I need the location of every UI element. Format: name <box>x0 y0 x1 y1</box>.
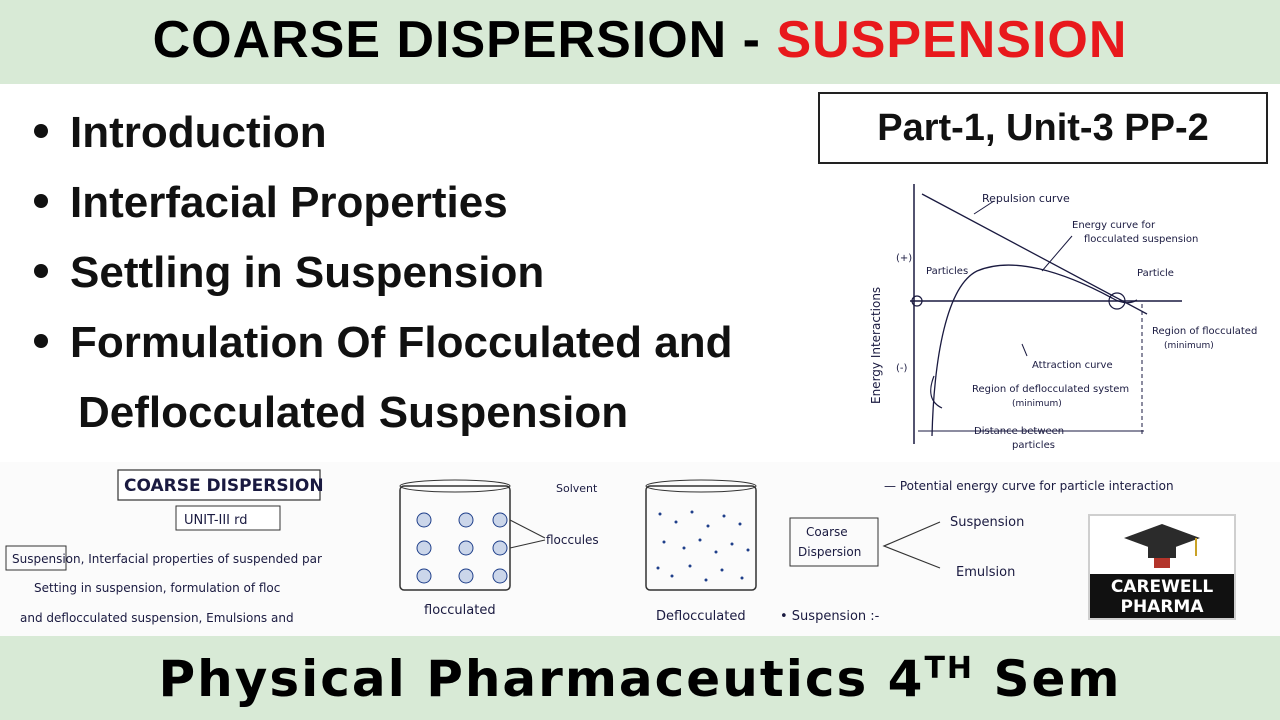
floccules-label: floccules <box>546 533 599 547</box>
notes-line-2: Setting in suspension, formulation of fl… <box>34 581 280 595</box>
title-main: COARSE DISPERSION <box>152 11 728 69</box>
flocculated-region-label: Region of flocculated <box>1152 326 1257 337</box>
course-title-suffix: Sem <box>974 650 1122 708</box>
course-title: Physical Pharmaceutics 4TH Sem <box>0 650 1280 708</box>
topic-item: Interfacial Properties <box>34 178 508 228</box>
page-title: COARSE DISPERSION - SUSPENSION <box>0 10 1280 70</box>
minimum-right-label: (minimum) <box>1164 341 1214 351</box>
title-separator: - <box>742 11 761 69</box>
course-title-text: Physical Pharmaceutics 4 <box>158 650 925 708</box>
part-label: Part-1, Unit-3 PP-2 <box>818 92 1268 164</box>
dispersion-label: Dispersion <box>798 545 861 559</box>
repulsion-label: Repulsion curve <box>982 192 1070 205</box>
title-banner <box>0 0 1280 84</box>
flocculated-label: flocculated <box>424 603 496 618</box>
suspension-colon-label: • Suspension :- <box>780 609 880 624</box>
title-highlight: SUSPENSION <box>776 11 1128 69</box>
topic-item: Settling in Suspension <box>34 248 544 298</box>
bullet-icon <box>34 264 48 279</box>
energy-curve-label-2: flocculated suspension <box>1084 234 1198 245</box>
deflocculated-region-label: Region of deflocculated system <box>972 384 1129 395</box>
distance-label-2: particles <box>1012 440 1055 451</box>
attraction-label: Attraction curve <box>1032 360 1113 371</box>
minimum-left-label: (minimum) <box>1012 399 1062 409</box>
notes-heading: COARSE DISPERSION <box>124 476 324 496</box>
bullet-icon <box>34 124 48 139</box>
bullet-icon <box>34 194 48 209</box>
logo-line-2: PHARMA <box>1120 597 1204 617</box>
footer-banner <box>0 636 1280 720</box>
deflocculated-label: Deflocculated <box>656 609 746 624</box>
coarse-label: Coarse <box>806 525 848 539</box>
y-axis-label: Energy Interactions <box>869 287 883 404</box>
solvent-label: Solvent <box>556 482 598 495</box>
minus-label: (-) <box>896 363 908 374</box>
topic-item: Introduction <box>34 108 327 158</box>
carewell-logo: CAREWELL PHARMA <box>1088 514 1236 620</box>
potential-energy-graph: Repulsion curve Energy curve for floccul… <box>869 184 1257 451</box>
emulsion-branch: Emulsion <box>956 565 1015 580</box>
notes-collage: COARSE DISPERSION UNIT-III rd Suspension… <box>0 462 1280 636</box>
particle-label: Particle <box>1137 268 1174 279</box>
topic-item-continued: Deflocculated Suspension <box>78 388 629 437</box>
distance-label: Distance between <box>974 426 1064 437</box>
particles-label: Particles <box>926 266 968 277</box>
logo-line-1: CAREWELL <box>1110 577 1214 597</box>
course-title-superscript: TH <box>924 651 975 686</box>
notes-unit: UNIT-III rd <box>184 513 248 528</box>
notes-line-1: Suspension, Interfacial properties of su… <box>12 552 322 566</box>
graduation-cap-icon <box>1090 516 1234 574</box>
topic-item: Formulation Of Flocculated and <box>34 318 732 368</box>
energy-curve-label: Energy curve for <box>1072 220 1156 231</box>
suspension-branch: Suspension <box>950 515 1024 530</box>
potential-energy-caption: — Potential energy curve for particle in… <box>884 479 1174 493</box>
bullet-icon <box>34 334 48 349</box>
plus-label: (+) <box>896 253 912 264</box>
notes-line-3: and deflocculated suspension, Emulsions … <box>20 611 294 625</box>
